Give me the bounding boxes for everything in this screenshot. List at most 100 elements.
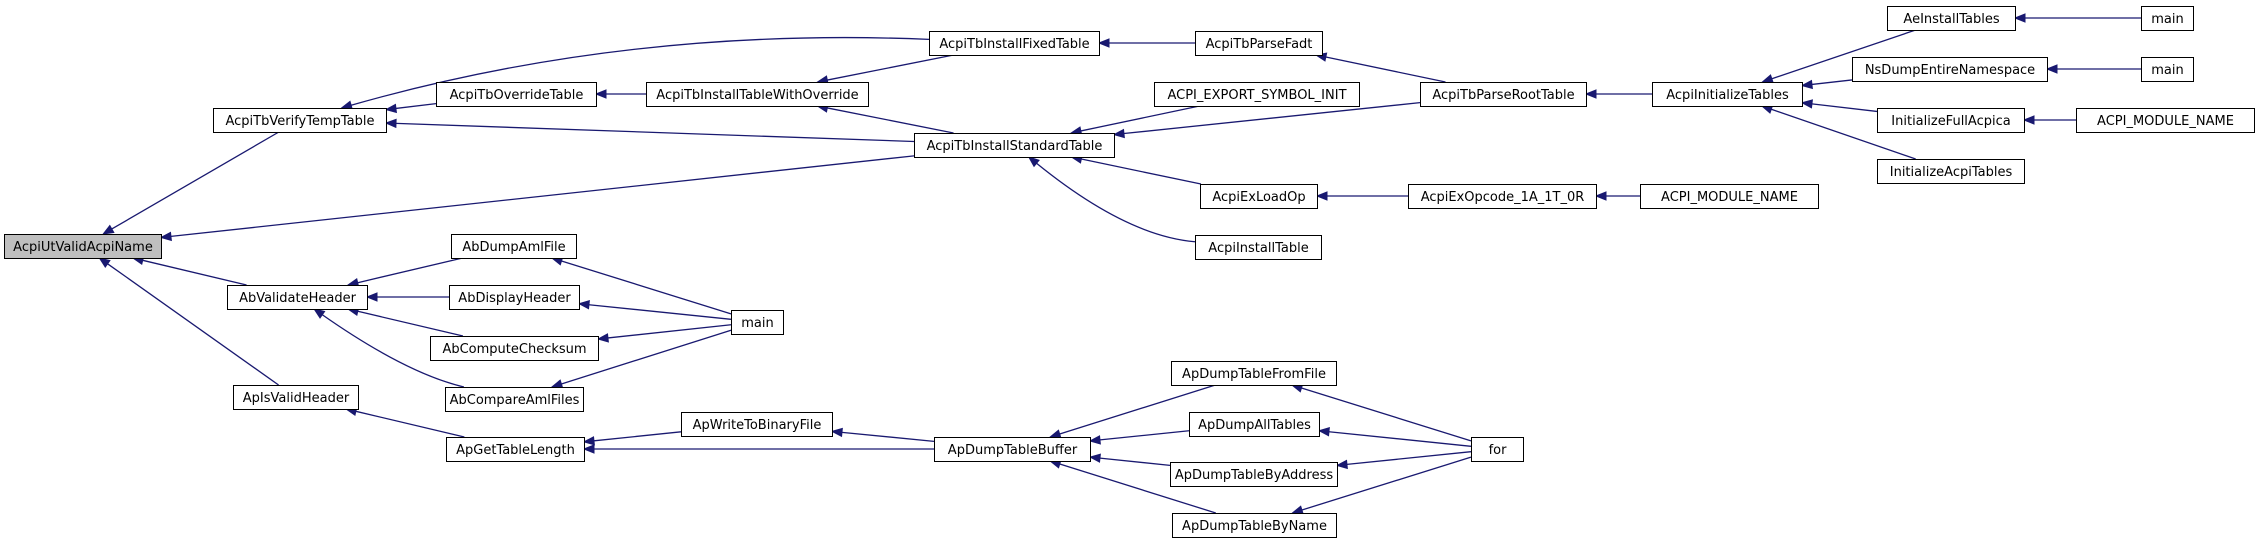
node-main[interactable]: main [731, 310, 784, 335]
node-acpi-tb-parse-root-table[interactable]: AcpiTbParseRootTable [1420, 82, 1587, 107]
edge-line [1036, 162, 1196, 243]
node-ab-compute-checksum[interactable]: AbComputeChecksum [430, 336, 599, 361]
node-label: AbCompareAmlFiles [450, 393, 580, 408]
node-acpi-install-table[interactable]: AcpiInstallTable [1195, 235, 1322, 260]
node-label: main [741, 316, 773, 331]
edge-initialize-full-acpica-to-acpi-initialize-tables [1800, 99, 1878, 113]
node-main[interactable]: main [2141, 57, 2194, 82]
edge-line [355, 410, 465, 438]
node-for[interactable]: for [1471, 437, 1524, 462]
node-box [1877, 108, 2025, 133]
arrowhead [340, 100, 353, 110]
edge-acpi-initialize-tables-to-acpi-tb-parse-root-table [1584, 89, 1652, 99]
node-box [731, 310, 784, 335]
node-label: AcpiTbParseRootTable [1432, 88, 1574, 103]
node-label: ApWriteToBinaryFile [693, 418, 822, 433]
node-acpi-tb-verify-temp-table[interactable]: AcpiTbVerifyTempTable [213, 108, 387, 133]
edge-acpi-ex-load-op-to-acpi-tb-install-standard-table [1070, 154, 1202, 185]
node-ab-dump-aml-file[interactable]: AbDumpAmlFile [451, 234, 577, 259]
node-box [646, 82, 869, 107]
edge-acpi-module-name-to-initialize-full-acpica [2022, 115, 2076, 125]
node-label: AcpiTbInstallTableWithOverride [656, 88, 858, 103]
node-acpi-module-name[interactable]: ACPI_MODULE_NAME [2076, 108, 2255, 133]
node-main[interactable]: main [2141, 6, 2194, 31]
edge-acpi-tb-parse-root-table-to-acpi-tb-parse-fadt [1314, 52, 1446, 83]
node-box [1195, 235, 1322, 260]
node-ap-dump-table-buffer[interactable]: ApDumpTableBuffer [934, 437, 1091, 462]
edge-line [1301, 387, 1472, 442]
edge-line [1123, 102, 1421, 135]
edge-acpi-module-name-to-acpi-ex-opcode-1-a-1-t-0-r [1594, 191, 1640, 201]
node-ap-dump-table-from-file[interactable]: ApDumpTableFromFile [1171, 361, 1337, 386]
edges-layer [98, 13, 2141, 515]
node-label: ApDumpTableBuffer [948, 443, 1078, 458]
node-initialize-acpi-tables[interactable]: InitializeAcpiTables [1877, 159, 2025, 184]
node-acpi-tb-install-table-with-override[interactable]: AcpiTbInstallTableWithOverride [646, 82, 869, 107]
node-ap-dump-table-by-address[interactable]: ApDumpTableByAddress [1170, 462, 1338, 487]
node-acpi-tb-install-standard-table[interactable]: AcpiTbInstallStandardTable [914, 133, 1115, 158]
arrowhead [1088, 453, 1101, 463]
node-label: ApDumpTableByName [1182, 519, 1327, 534]
node-acpi-tb-override-table[interactable]: AcpiTbOverrideTable [436, 82, 597, 107]
node-ns-dump-entire-namespace[interactable]: NsDumpEntireNamespace [1852, 57, 2048, 82]
node-label: ApDumpTableFromFile [1182, 367, 1326, 382]
edge-line [1099, 430, 1190, 441]
node-box [1877, 159, 2025, 184]
edge-main-to-ab-compute-checksum [596, 324, 732, 343]
arrowhead [384, 118, 397, 129]
node-box [929, 31, 1100, 56]
arrowhead [2045, 64, 2058, 74]
node-ab-validate-header[interactable]: AbValidateHeader [227, 285, 368, 310]
node-acpi-ex-opcode-1-a-1-t-0-r[interactable]: AcpiExOpcode_1A_1T_0R [1408, 184, 1597, 209]
node-label: main [2151, 63, 2183, 78]
node-label: AbDisplayHeader [458, 291, 571, 306]
node-ap-dump-all-tables[interactable]: ApDumpAllTables [1189, 412, 1320, 437]
edge-ab-validate-header-to-acpi-ut-valid-acpi-name [131, 255, 247, 286]
edge-acpi-ex-opcode-1-a-1-t-0-r-to-acpi-ex-load-op [1315, 191, 1408, 201]
node-label: ApGetTableLength [456, 443, 575, 458]
arrowhead [313, 308, 326, 319]
arrowhead [1317, 427, 1330, 437]
edge-line [1346, 451, 1472, 466]
node-label: AcpiTbInstallFixedTable [939, 37, 1089, 52]
node-box [914, 133, 1115, 158]
node-ab-display-header[interactable]: AbDisplayHeader [449, 285, 580, 310]
edge-acpi-tb-parse-fadt-to-acpi-tb-install-fixed-table [1097, 38, 1195, 48]
node-label: ApIsValidHeader [243, 391, 350, 406]
node-label: AcpiInitializeTables [1666, 88, 1789, 103]
node-box [1852, 57, 2048, 82]
node-ap-dump-table-by-name[interactable]: ApDumpTableByName [1172, 513, 1337, 538]
arrowhead [582, 444, 595, 454]
edge-line [1771, 108, 1916, 160]
node-ab-compare-aml-files[interactable]: AbCompareAmlFiles [445, 387, 584, 412]
node-acpi-ut-valid-acpi-name[interactable]: AcpiUtValidAcpiName [4, 234, 162, 259]
edge-line [561, 329, 732, 385]
node-initialize-full-acpica[interactable]: InitializeFullAcpica [1877, 108, 2025, 133]
node-ae-install-tables[interactable]: AeInstallTables [1887, 6, 2016, 31]
edge-line [1099, 457, 1171, 467]
node-box [446, 437, 585, 462]
node-acpi-module-name[interactable]: ACPI_MODULE_NAME [1640, 184, 1819, 209]
edge-line [357, 310, 464, 337]
node-box [1189, 412, 1320, 437]
node-ap-get-table-length[interactable]: ApGetTableLength [446, 437, 585, 462]
edge-line [1771, 29, 1916, 80]
edge-line [1059, 384, 1216, 435]
node-acpi-initialize-tables[interactable]: AcpiInitializeTables [1652, 82, 1803, 107]
arrowhead [830, 427, 843, 438]
edge-line [395, 122, 915, 143]
edge-line [588, 304, 732, 320]
node-label: AcpiInstallTable [1208, 241, 1308, 256]
arrowhead [577, 300, 590, 310]
node-ap-write-to-binary-file[interactable]: ApWriteToBinaryFile [681, 412, 833, 437]
node-ap-is-valid-header[interactable]: ApIsValidHeader [233, 385, 359, 410]
edge-acpi-tb-parse-root-table-to-acpi-tb-install-standard-table [1112, 102, 1421, 139]
edge-main-to-ae-install-tables [2013, 13, 2141, 23]
node-acpi-ex-load-op[interactable]: AcpiExLoadOp [1200, 184, 1318, 209]
node-label: AcpiUtValidAcpiName [13, 240, 153, 255]
edge-line [1301, 456, 1472, 511]
node-acpi-export-symbol-init[interactable]: ACPI_EXPORT_SYMBOL_INIT [1154, 82, 1360, 107]
node-acpi-tb-install-fixed-table[interactable]: AcpiTbInstallFixedTable [929, 31, 1100, 56]
node-acpi-tb-parse-fadt[interactable]: AcpiTbParseFadt [1195, 31, 1323, 56]
